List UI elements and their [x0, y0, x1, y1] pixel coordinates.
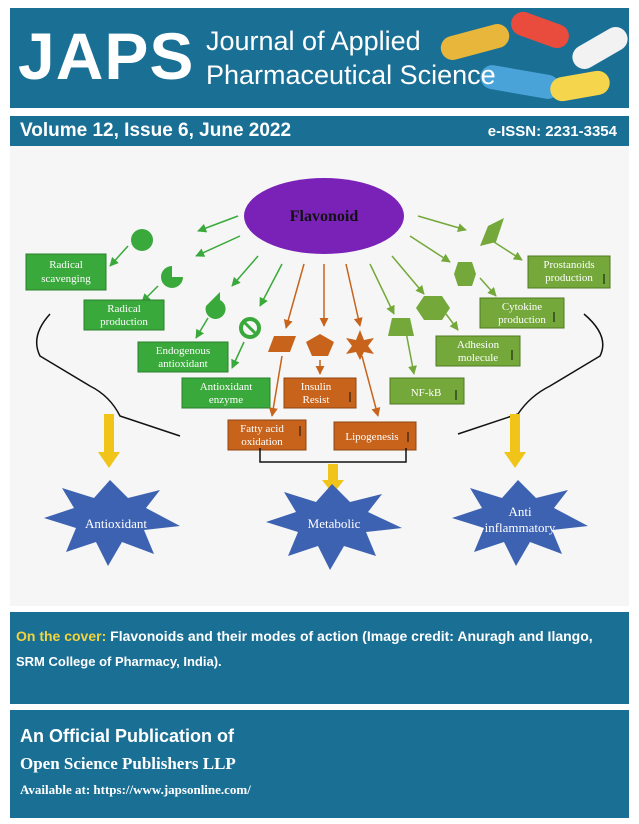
box-nf-kb [389, 377, 465, 405]
flavonoid-diagram: Flavonoid Radical scavenging Radical pro… [25, 178, 611, 570]
circle-shape [131, 229, 153, 251]
box-prostanoids-production [527, 255, 611, 289]
label-radical2: Radical [107, 303, 141, 315]
label-production: production [100, 316, 148, 328]
arrow [195, 235, 241, 257]
quad-shape [480, 218, 504, 246]
arrow [109, 245, 129, 267]
yellow-arrow [510, 414, 520, 454]
label-cytokine: Cytokine [502, 301, 542, 313]
label-radical: Radical [49, 259, 83, 271]
website-link[interactable]: Available at: https://www.japsonline.com… [20, 782, 251, 797]
label-nf-kb: NF-kB [411, 387, 442, 399]
volume-issue: Volume 12, Issue 6, June 2022 [20, 120, 292, 141]
box-adhesion-molecule [435, 335, 521, 367]
flavonoid-label: Flavonoid [290, 208, 359, 225]
yellow-arrow [328, 464, 338, 482]
pacman-shape [161, 266, 183, 288]
label-insulin: Insulin [301, 381, 332, 393]
arrow [141, 285, 159, 303]
label-molecule: molecule [458, 352, 498, 364]
publisher-name: Open Science Publishers LLP [20, 754, 236, 773]
label-lipogenesis: Lipogenesis [345, 431, 398, 443]
capsule-image [507, 8, 573, 52]
label-fatty-acid: Fatty acid [240, 423, 284, 435]
arrow [259, 263, 283, 307]
issue-bar: Volume 12, Issue 6, June 2022 e-ISSN: 22… [10, 116, 629, 146]
caption-text1: Flavonoids and their modes of action (Im… [110, 628, 593, 644]
pentagon-shape [306, 334, 334, 356]
caption-label: On the cover: [16, 628, 107, 644]
box-radical-scavenging [25, 253, 107, 291]
label-antioxidant2: Antioxidant [200, 381, 253, 393]
capsule-image [548, 68, 612, 104]
cover-caption: On the cover: Flavonoids and their modes… [10, 612, 629, 704]
journal-header: JAPS Journal of Applied Pharmaceutical S… [10, 8, 629, 108]
label-prostanoids: Prostanoids [543, 259, 594, 271]
star-antioxidant [44, 480, 180, 566]
cover-diagram: Flavonoid Radical scavenging Radical pro… [10, 146, 629, 606]
star-label-anti: Anti [508, 504, 532, 519]
star-shape [346, 330, 374, 360]
box-fatty-acid-oxidation [227, 419, 307, 451]
label-production: production [545, 272, 593, 284]
box-cytokine-production [479, 297, 565, 329]
label-adhesion: Adhesion [457, 339, 500, 351]
trapezoid-shape [388, 318, 414, 336]
star-metabolic [266, 484, 402, 570]
hexagon-shape [416, 296, 450, 320]
box-antioxidant-enzyme [181, 377, 271, 409]
box-lipogenesis [333, 421, 417, 451]
right-brace [457, 313, 604, 435]
label-enzyme: enzyme [209, 394, 243, 406]
ring-shape [239, 317, 261, 339]
arrow [231, 255, 259, 287]
yellow-arrow [104, 414, 114, 454]
label-oxidation: oxidation [241, 436, 283, 448]
capsule-image [438, 21, 512, 63]
journal-name-line1: Journal of Applied [206, 26, 421, 56]
issn: e-ISSN: 2231-3354 [487, 123, 617, 140]
label-scavenging: scavenging [41, 273, 91, 285]
star-label-antioxidant: Antioxidant [85, 516, 147, 531]
star-label-metabolic: Metabolic [308, 516, 361, 531]
label-production: production [498, 314, 546, 326]
caption-line1: On the cover: Flavonoids and their modes… [16, 628, 593, 644]
arrow [197, 215, 239, 233]
capsule-image [568, 22, 629, 74]
parallelogram-shape [268, 336, 296, 352]
center-brace [259, 448, 407, 463]
drop-shape [205, 292, 226, 319]
left-brace [35, 313, 181, 437]
arrow [195, 317, 209, 339]
journal-name-line2: Pharmaceutical Science [206, 60, 496, 90]
label-antioxidant: antioxidant [158, 358, 208, 370]
box-endogenous-antioxidant [137, 341, 229, 373]
publisher-footer: An Official Publication of Open Science … [10, 710, 629, 818]
caption-line2: SRM College of Pharmacy, India). [16, 654, 222, 669]
journal-logo: JAPS [18, 19, 195, 93]
star-anti-inflammatory [452, 480, 588, 566]
official-publication: An Official Publication of [20, 726, 235, 746]
star-label-inflammatory: inflammatory [485, 520, 556, 535]
arrow [231, 341, 245, 369]
box-radical-production [83, 299, 165, 331]
octagon-shape [454, 262, 476, 286]
label-resist: Resist [303, 394, 330, 406]
box-insulin-resist [283, 377, 357, 409]
label-endogenous: Endogenous [156, 345, 210, 357]
flavonoid-ellipse [244, 178, 404, 254]
